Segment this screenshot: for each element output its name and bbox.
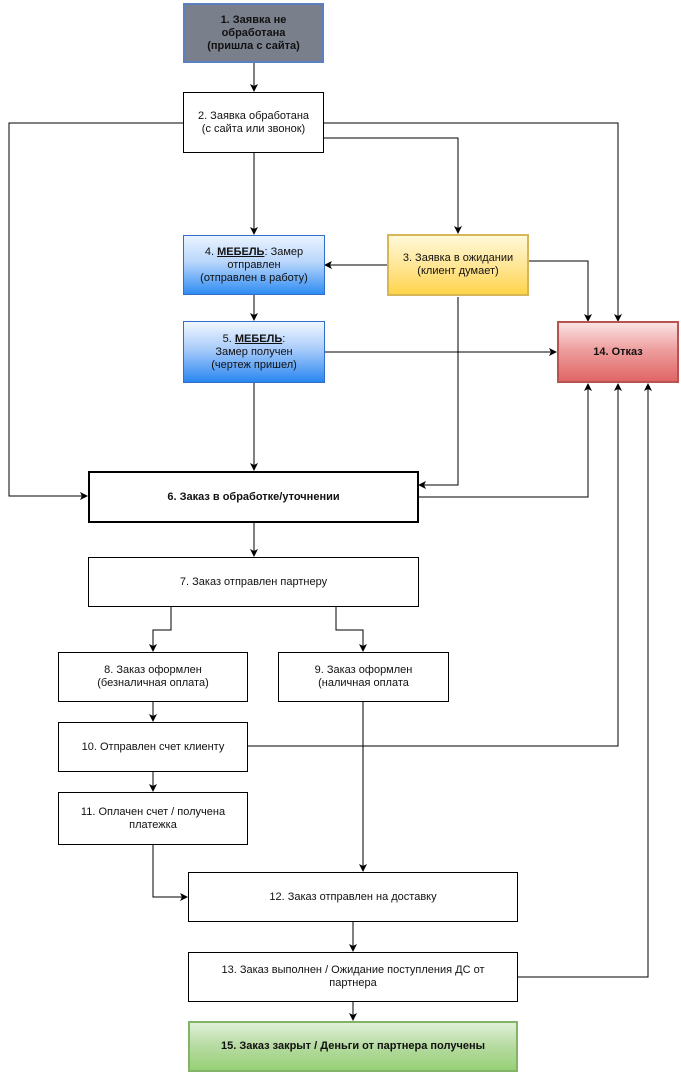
edge-2-to-6 — [8, 122, 184, 500]
node-15-order-closed: 15. Заказ закрыт / Деньги от партнера по… — [188, 1021, 518, 1072]
node-14-line-1: 14. Отказ — [593, 345, 643, 358]
node-7-order-sent-to-partner: 7. Заказ отправлен партнеру — [88, 557, 419, 607]
node-5-line-3: (чертеж пришел) — [211, 358, 297, 371]
node-5-line-1: 5. МЕБЕЛЬ: — [211, 333, 297, 346]
node-10-invoice-sent: 10. Отправлен счет клиенту — [58, 722, 248, 772]
node-11-line-2: платежка — [129, 818, 177, 831]
node-6-line-1: 6. Заказ в обработке/уточнении — [167, 490, 340, 503]
node-3-line-2: (клиент думает) — [417, 265, 499, 277]
node-8-line-2: (безналичная оплата) — [97, 677, 209, 689]
node-5-prefix: 5. — [222, 332, 235, 345]
node-4-suffix: : Замер — [264, 245, 304, 258]
node-12-line-1: 12. Заказ отправлен на доставку — [269, 890, 437, 903]
node-5-furniture-label: МЕБЕЛЬ — [234, 332, 283, 345]
node-15-line-1: 15. Заказ закрыт / Деньги от партнера по… — [220, 1040, 485, 1052]
node-11-line-1: 11. Оплачен счет / получена — [80, 805, 226, 818]
edge-3-to-14 — [529, 260, 592, 322]
node-4-line-3: (отправлен в работу) — [200, 271, 308, 284]
node-6-order-processing: 6. Заказ в обработке/уточнении — [88, 471, 419, 523]
node-3-request-waiting: 3. Заявка в ожидании (клиент думает) — [387, 234, 529, 296]
edge-3-to-6 — [418, 297, 459, 489]
edge-2-to-14 — [324, 122, 622, 322]
node-4-line-2: отправлен — [227, 258, 281, 271]
node-1-line-1: 1. Заявка не — [220, 13, 287, 26]
node-13-line-2: партнера — [329, 977, 377, 989]
node-14-refusal: 14. Отказ — [557, 321, 679, 383]
node-11-invoice-paid: 11. Оплачен счет / получена платежка — [58, 792, 248, 845]
node-8-line-1: 8. Заказ оформлен — [104, 664, 202, 676]
node-5-measure-received: 5. МЕБЕЛЬ: Замер получен (чертеж пришел) — [183, 321, 325, 383]
node-4-furniture-label: МЕБЕЛЬ — [217, 245, 265, 258]
node-9-line-2: (наличная оплата — [318, 677, 409, 689]
node-5-line-2: Замер получен — [215, 345, 293, 358]
edge-10-to-14 — [248, 383, 622, 747]
edge-7-to-8 — [149, 607, 172, 652]
node-7-line-1: 7. Заказ отправлен партнеру — [179, 575, 328, 588]
node-8-order-cashless: 8. Заказ оформлен (безналичная оплата) — [58, 652, 248, 702]
node-5-suffix: : — [282, 332, 286, 345]
node-1-line-3: (пришла с сайта) — [207, 39, 300, 52]
edge-11-to-12 — [152, 845, 188, 901]
node-13-line-1: 13. Заказ выполнен / Ожидание поступлени… — [221, 964, 485, 976]
node-1-line-2: обработана — [221, 26, 286, 39]
edge-6-to-14 — [419, 383, 592, 498]
edge-7-to-9 — [335, 607, 367, 652]
node-4-measure-sent: 4. МЕБЕЛЬ: Замер отправлен (отправлен в … — [183, 235, 325, 295]
edge-13-to-14 — [518, 383, 652, 978]
node-9-order-cash: 9. Заказ оформлен (наличная оплата — [278, 652, 449, 702]
node-12-order-shipped: 12. Заказ отправлен на доставку — [188, 872, 518, 922]
node-1-unprocessed-request: 1. Заявка не обработана (пришла с сайта) — [183, 3, 324, 63]
node-4-prefix: 4. — [204, 245, 218, 258]
node-4-line-1: 4. МЕБЕЛЬ: Замер — [200, 246, 308, 259]
node-2-processed-request: 2. Заявка обработана (с сайта или звонок… — [183, 92, 324, 153]
node-9-line-1: 9. Заказ оформлен — [314, 664, 413, 676]
node-2-line-2: (с сайта или звонок) — [201, 122, 306, 135]
node-3-line-1: 3. Заявка в ожидании — [402, 252, 514, 264]
edge-2-to-3 — [324, 137, 462, 234]
node-13-order-completed: 13. Заказ выполнен / Ожидание поступлени… — [188, 952, 518, 1002]
node-2-line-1: 2. Заявка обработана — [197, 109, 310, 122]
node-10-line-1: 10. Отправлен счет клиенту — [81, 740, 225, 753]
